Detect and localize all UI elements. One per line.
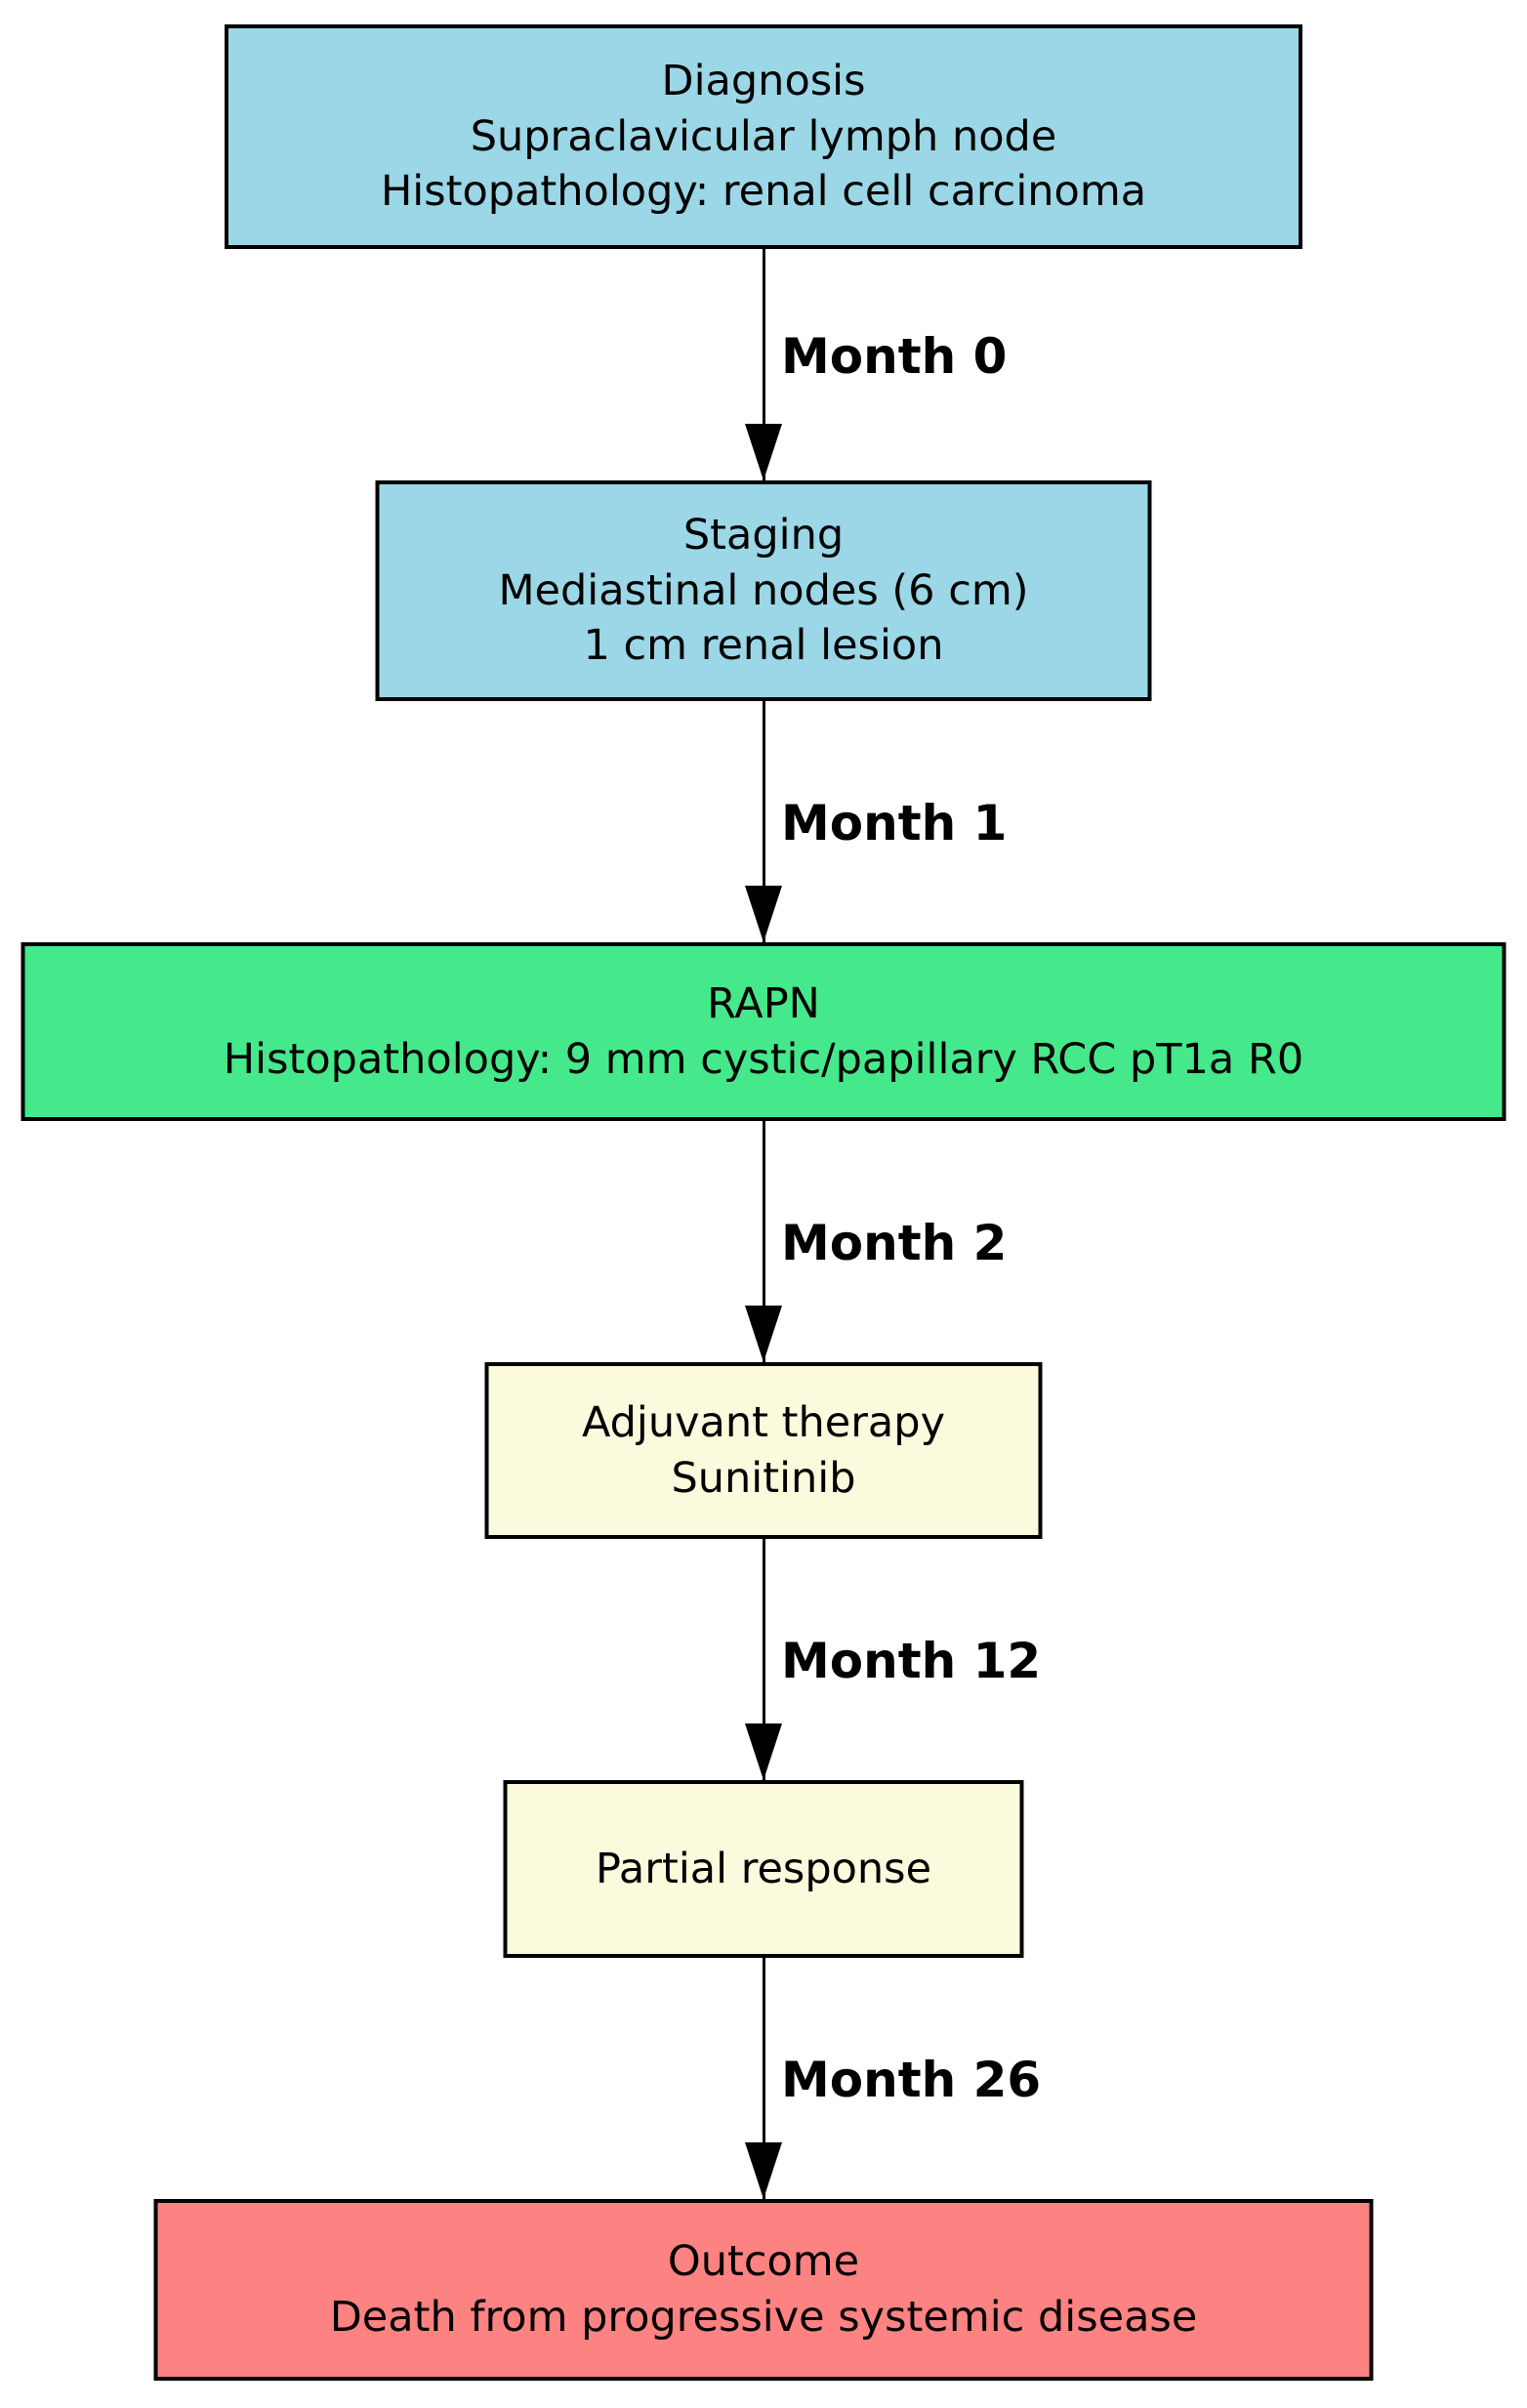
node-adjuvant-therapy: Adjuvant therapy Sunitinib bbox=[484, 1362, 1043, 1539]
connector-line-month-2 bbox=[762, 1121, 765, 1362]
connector-line-month-26 bbox=[762, 1958, 765, 2199]
node-line: Mediastinal nodes (6 cm) bbox=[498, 565, 1029, 615]
connector-label-month-26: Month 26 bbox=[781, 2052, 1042, 2108]
connector-line-month-12 bbox=[762, 1539, 765, 1780]
connector-label-month-12: Month 12 bbox=[781, 1633, 1042, 1689]
node-partial-response: Partial response bbox=[503, 1780, 1024, 1958]
node-diagnosis: Diagnosis Supraclavicular lymph node His… bbox=[225, 24, 1302, 249]
node-line: Sunitinib bbox=[671, 1453, 856, 1503]
node-line: RAPN bbox=[707, 978, 820, 1028]
node-line: Death from progressive systemic disease bbox=[329, 2293, 1198, 2342]
node-line: Staging bbox=[682, 510, 845, 560]
arrowhead-icon bbox=[745, 1306, 782, 1362]
node-line: Histopathology: renal cell carcinoma bbox=[380, 167, 1147, 217]
connector-label-month-0: Month 0 bbox=[781, 328, 1008, 385]
node-outcome: Outcome Death from progressive systemic … bbox=[153, 2199, 1374, 2381]
node-rapn: RAPN Histopathology: 9 mm cystic/papilla… bbox=[21, 942, 1506, 1121]
node-line: Outcome bbox=[667, 2237, 860, 2287]
node-line: Supraclavicular lymph node bbox=[470, 111, 1057, 161]
node-line: Diagnosis bbox=[661, 56, 866, 105]
connector-label-month-1: Month 1 bbox=[781, 795, 1008, 851]
arrowhead-icon bbox=[745, 424, 782, 480]
node-line: Adjuvant therapy bbox=[581, 1397, 946, 1447]
arrowhead-icon bbox=[745, 886, 782, 942]
node-staging: Staging Mediastinal nodes (6 cm) 1 cm re… bbox=[375, 480, 1152, 701]
connector-line-month-0 bbox=[762, 249, 765, 480]
connector-label-month-2: Month 2 bbox=[781, 1215, 1008, 1271]
node-line: 1 cm renal lesion bbox=[583, 621, 944, 671]
node-line: Histopathology: 9 mm cystic/papillary RC… bbox=[223, 1034, 1304, 1084]
connector-line-month-1 bbox=[762, 701, 765, 942]
arrowhead-icon bbox=[745, 1723, 782, 1780]
node-line: Partial response bbox=[595, 1844, 932, 1893]
arrowhead-icon bbox=[745, 2142, 782, 2199]
